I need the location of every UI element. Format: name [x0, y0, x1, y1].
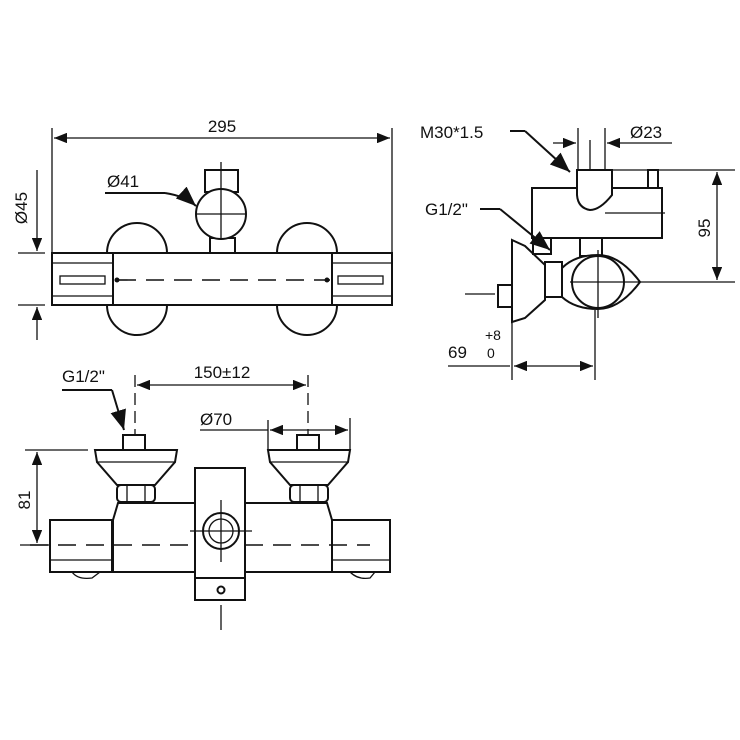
width-dim-label: 295: [208, 117, 236, 136]
leader-arrow: [164, 186, 197, 207]
outlet-thread: [576, 169, 613, 212]
leader-arrow: [499, 208, 551, 251]
end-cap-detail: [337, 275, 384, 285]
hex-nut: [544, 261, 563, 298]
inlet-stub: [497, 284, 513, 308]
side-view: M30*1.5 Ø23 95 G1/2" 69 +8 0: [420, 123, 735, 380]
leader-arrow: [110, 389, 126, 431]
tolerance-plus: +8: [485, 327, 501, 343]
leader-arrow: [524, 130, 571, 173]
center-distance-label: 150±12: [194, 363, 251, 382]
body-center: [112, 252, 333, 306]
front-inlet-label: G1/2": [62, 367, 105, 386]
knob-dia-label: Ø41: [107, 172, 139, 191]
end-cap-detail: [59, 275, 106, 285]
wall-bracket: [106, 222, 168, 254]
top-view: 295 Ø41 Ø45: [12, 117, 393, 340]
left-end-cap: [49, 519, 113, 573]
wall-bracket: [106, 304, 168, 336]
height-95-label: 95: [695, 219, 714, 238]
body-dia-label: Ø45: [12, 192, 31, 224]
depth-69-label: 69: [448, 343, 467, 362]
left-knob: [93, 434, 179, 503]
thread-label: M30*1.5: [420, 123, 483, 142]
side-inlet-label: G1/2": [425, 200, 468, 219]
knob-stem: [209, 237, 236, 254]
right-end-cap: [331, 519, 391, 573]
tolerance-minus: 0: [487, 345, 495, 361]
outlet-dia-label: Ø23: [630, 123, 662, 142]
front-view: G1/2" 150±12 Ø70: [15, 363, 391, 630]
outlet-spout: [194, 577, 246, 601]
wall-flange: [511, 238, 546, 324]
right-knob: [266, 434, 352, 503]
flange-dia-label: Ø70: [200, 410, 232, 429]
height-81-label: 81: [15, 491, 34, 510]
wall-bracket: [276, 222, 338, 254]
wall-bracket: [276, 304, 338, 336]
